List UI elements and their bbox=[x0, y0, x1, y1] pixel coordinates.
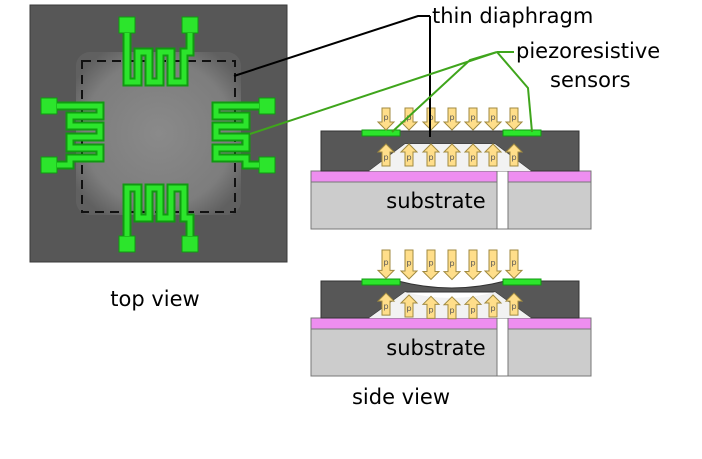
bond-layer-lower bbox=[310, 317, 592, 330]
svg-text:p: p bbox=[383, 153, 388, 162]
vent-hole-lower bbox=[496, 317, 509, 377]
leader-thin-diaphragm-top bbox=[233, 15, 430, 77]
pressure-arrow-down: p bbox=[504, 107, 524, 131]
sensor-pad-right-upper bbox=[502, 129, 542, 137]
piezoresistor-left bbox=[40, 97, 105, 174]
substrate-label-upper: substrate bbox=[386, 189, 485, 213]
svg-text:p: p bbox=[428, 259, 433, 268]
vent-hole-upper bbox=[496, 170, 509, 230]
pressure-arrow-up: p bbox=[399, 294, 419, 318]
svg-text:p: p bbox=[428, 305, 433, 314]
pressure-arrow-up: p bbox=[504, 143, 524, 167]
pressure-arrow-down: p bbox=[463, 249, 483, 281]
pressure-arrow-down: p bbox=[504, 249, 524, 280]
substrate-lower bbox=[310, 327, 592, 377]
svg-text:p: p bbox=[449, 259, 454, 268]
svg-text:p: p bbox=[449, 113, 454, 122]
leader-piezo bbox=[249, 51, 533, 135]
pressure-arrow-down: p bbox=[421, 249, 441, 281]
svg-text:p: p bbox=[383, 258, 388, 267]
svg-text:p: p bbox=[406, 258, 411, 267]
side-view-label: side view bbox=[352, 385, 450, 409]
silicon-chip-lower bbox=[320, 280, 580, 319]
pressure-arrow-down: p bbox=[483, 249, 503, 280]
svg-text:p: p bbox=[511, 153, 516, 162]
top-view-label: top view bbox=[110, 287, 199, 311]
pressure-arrow-down: p bbox=[442, 107, 462, 131]
svg-text:p: p bbox=[428, 153, 433, 162]
side-view-lower: p p p p p p p p p p p p p p substrate bbox=[310, 249, 592, 377]
piezoresistor-top bbox=[118, 16, 199, 87]
svg-text:p: p bbox=[383, 302, 388, 311]
pressure-arrow-up: p bbox=[399, 143, 419, 167]
pressure-arrow-up: p bbox=[463, 295, 483, 319]
svg-text:p: p bbox=[406, 304, 411, 313]
svg-text:p: p bbox=[490, 258, 495, 267]
pressure-arrow-down: p bbox=[376, 107, 396, 131]
pressure-arrow-up: p bbox=[421, 143, 441, 167]
svg-text:p: p bbox=[449, 306, 454, 315]
diaphragm-area bbox=[76, 52, 241, 215]
pressure-arrow-up: p bbox=[421, 295, 441, 319]
sensor-pad-right-lower bbox=[502, 278, 542, 286]
callout-thin-diaphragm: thin diaphragm bbox=[233, 4, 593, 137]
svg-text:p: p bbox=[511, 302, 516, 311]
pressure-arrow-up: p bbox=[376, 292, 396, 316]
pressure-arrow-up: p bbox=[376, 143, 396, 167]
bond-layer-upper bbox=[310, 170, 592, 183]
top-view: top view bbox=[29, 4, 288, 311]
svg-text:p: p bbox=[511, 258, 516, 267]
svg-text:p: p bbox=[470, 113, 475, 122]
pressure-arrow-down: p bbox=[399, 249, 419, 280]
svg-text:p: p bbox=[511, 113, 516, 122]
substrate-label-lower: substrate bbox=[386, 336, 485, 360]
svg-text:p: p bbox=[470, 259, 475, 268]
pressure-arrow-up: p bbox=[463, 143, 483, 167]
pressure-arrow-up: p bbox=[483, 294, 503, 318]
svg-text:p: p bbox=[490, 153, 495, 162]
svg-text:p: p bbox=[490, 113, 495, 122]
pressure-arrow-up: p bbox=[483, 143, 503, 167]
pressure-arrow-down: p bbox=[483, 107, 503, 131]
pressure-arrow-up: p bbox=[442, 143, 462, 167]
sensor-pad-left-upper bbox=[361, 129, 401, 137]
piezoresistive-label: piezoresistive bbox=[516, 39, 660, 63]
pressure-arrow-up: p bbox=[442, 296, 462, 320]
piezoresistor-right bbox=[211, 97, 276, 174]
callout-piezoresistive-sensors: piezoresistive sensors bbox=[249, 39, 660, 135]
svg-text:p: p bbox=[383, 113, 388, 122]
pressure-arrow-down: p bbox=[463, 107, 483, 131]
pressure-arrow-down: p bbox=[376, 249, 396, 280]
pressure-arrow-up: p bbox=[504, 292, 524, 316]
svg-text:p: p bbox=[470, 305, 475, 314]
sensor-pad-left-lower bbox=[361, 278, 401, 286]
svg-text:p: p bbox=[490, 304, 495, 313]
substrate-upper bbox=[310, 180, 592, 230]
piezoresistor-bottom bbox=[118, 183, 199, 253]
svg-text:p: p bbox=[449, 153, 454, 162]
svg-text:p: p bbox=[470, 153, 475, 162]
sensors-label: sensors bbox=[550, 68, 631, 92]
pressure-arrow-down: p bbox=[442, 249, 462, 281]
svg-text:p: p bbox=[406, 153, 411, 162]
thin-diaphragm-label: thin diaphragm bbox=[432, 4, 593, 28]
